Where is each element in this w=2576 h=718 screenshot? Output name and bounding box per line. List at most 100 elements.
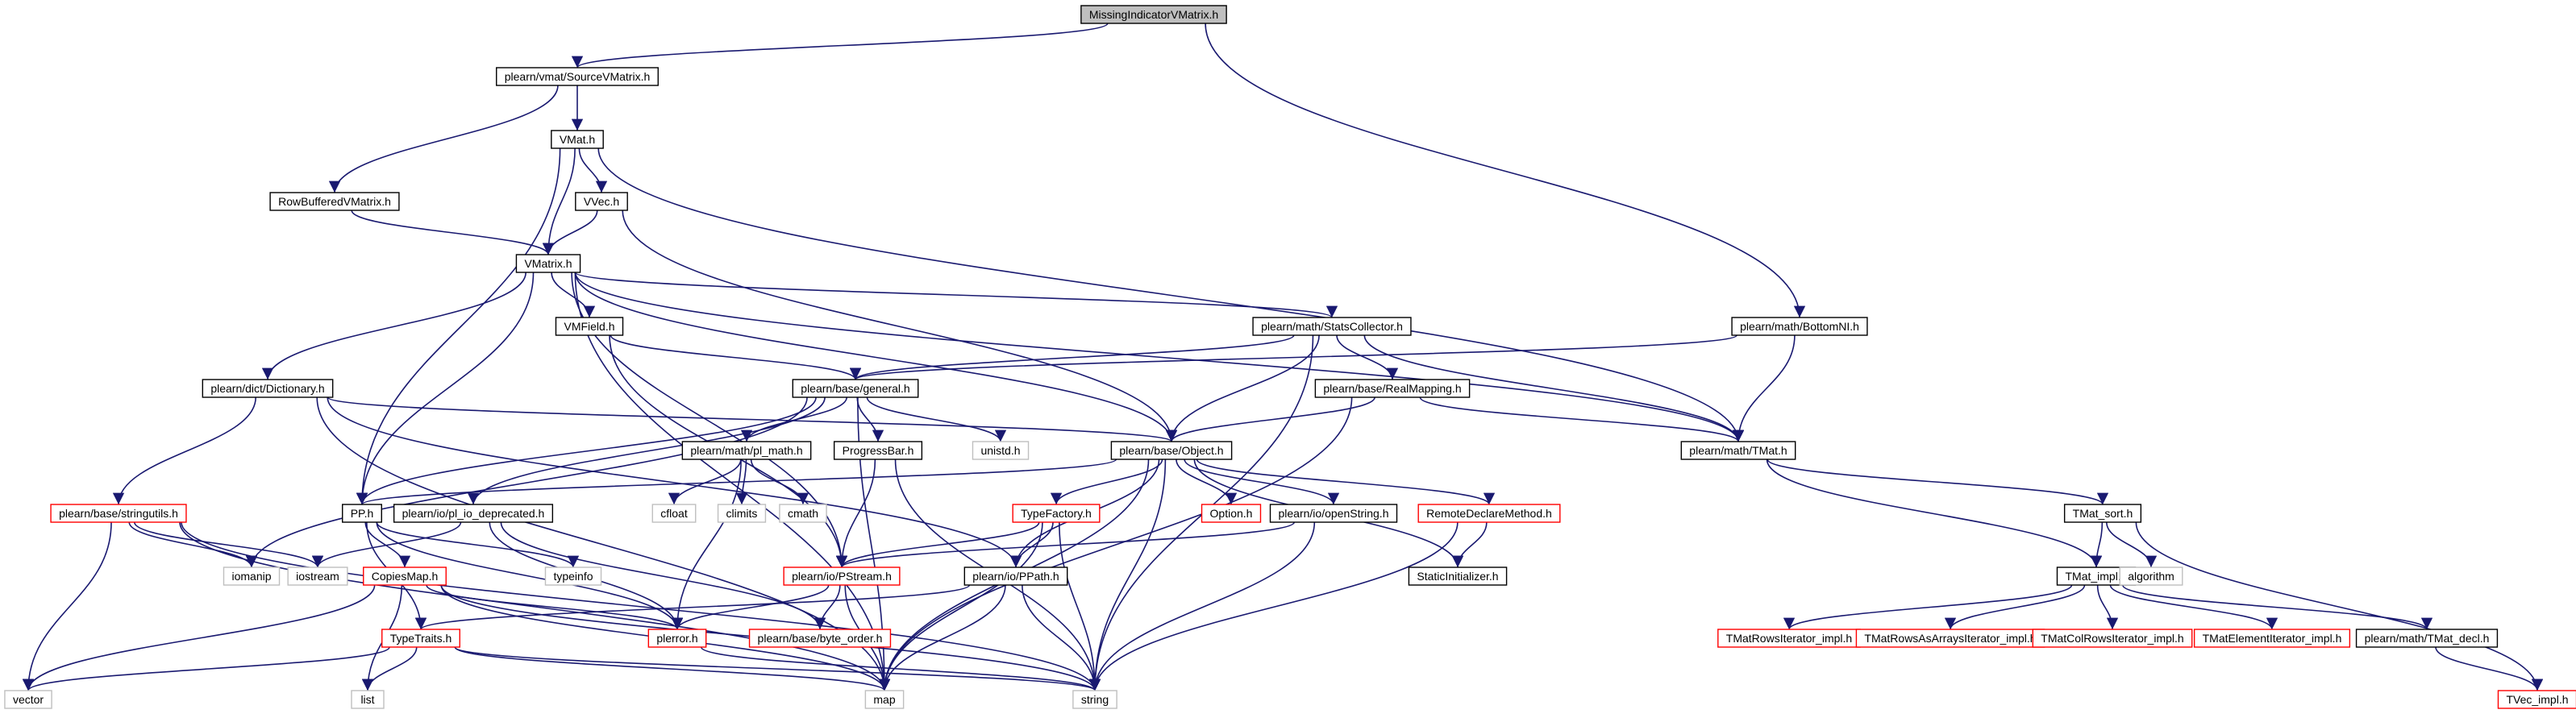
node-elemiter[interactable]: TMatElementIterator_impl.h <box>2193 629 2351 648</box>
edge-vmatrix-to-pstream <box>571 272 848 568</box>
node-plmath[interactable]: plearn/math/pl_math.h <box>681 441 812 460</box>
node-label: plearn/base/Object.h <box>1119 444 1223 457</box>
edge-vmatrix-to-object <box>574 272 1178 442</box>
node-dictionary[interactable]: plearn/dict/Dictionary.h <box>202 379 334 398</box>
node-label: iomanip <box>231 570 271 583</box>
node-label: vector <box>13 693 44 706</box>
node-box <box>269 192 400 211</box>
node-typefactory[interactable]: TypeFactory.h <box>1012 504 1101 523</box>
node-tmat[interactable]: plearn/math/TMat.h <box>1680 441 1796 460</box>
node-label: plearn/io/pl_io_deprecated.h <box>402 507 545 520</box>
edge-pstream-to-plerror <box>671 584 830 630</box>
edge-vmat-to-pp <box>356 147 561 505</box>
edge-general-to-pliodep <box>467 396 826 505</box>
node-rowbuffered[interactable]: RowBufferedVMatrix.h <box>269 192 400 211</box>
node-label: TMatRowsIterator_impl.h <box>1726 632 1852 645</box>
node-remotedeclare[interactable]: RemoteDeclareMethod.h <box>1417 504 1561 523</box>
edge-tmatsort-to-tmatimpl <box>2090 521 2104 568</box>
node-label: TMatColRowsIterator_impl.h <box>2041 632 2183 645</box>
edge-realmapping-to-map <box>878 396 1353 691</box>
node-object[interactable]: plearn/base/Object.h <box>1110 441 1233 460</box>
node-box <box>1314 379 1471 398</box>
node-tmatdecl[interactable]: plearn/math/TMat_decl.h <box>2355 629 2499 648</box>
node-root[interactable]: MissingIndicatorVMatrix.h <box>1080 5 1227 24</box>
node-tvecimpl[interactable]: TVec_impl.h <box>2497 690 2576 709</box>
edge-sourcevmatrix-to-rowbuffered <box>328 85 559 193</box>
edge-tmatimpl-to-colrows <box>2096 584 2119 630</box>
node-box <box>223 567 281 586</box>
node-box <box>515 254 581 273</box>
node-box <box>717 504 767 523</box>
node-box <box>2032 629 2193 648</box>
node-label: plearn/math/pl_math.h <box>690 444 802 457</box>
node-general[interactable]: plearn/base/general.h <box>792 379 919 398</box>
node-cfloat: cfloat <box>651 504 697 523</box>
edge-copiesmap-to-plerror <box>426 584 684 630</box>
node-box <box>1201 504 1262 523</box>
node-box <box>393 504 554 523</box>
edge-typefactory-to-pstream <box>835 521 1040 568</box>
node-vmat[interactable]: VMat.h <box>551 130 604 149</box>
node-colrows[interactable]: TMatColRowsIterator_impl.h <box>2032 629 2193 648</box>
node-plerror[interactable]: plerror.h <box>647 629 707 648</box>
node-label: map <box>873 693 895 706</box>
node-cmath: cmath <box>779 504 827 523</box>
node-openstring[interactable]: plearn/io/openString.h <box>1269 504 1398 523</box>
edge-vmatrix-to-tmat <box>574 272 1744 442</box>
node-label: cfloat <box>660 507 688 520</box>
node-ppath[interactable]: plearn/io/PPath.h <box>963 567 1068 586</box>
node-stringutils[interactable]: plearn/base/stringutils.h <box>50 504 187 523</box>
edge-pstream-to-byteorder <box>814 584 841 630</box>
edge-realmapping-to-tmat <box>1419 396 1744 442</box>
edge-remotedeclare-to-staticinit <box>1451 521 1488 568</box>
edge-stringutils-to-map <box>179 521 891 691</box>
node-option[interactable]: Option.h <box>1201 504 1262 523</box>
edge-typefactory-to-string <box>1059 521 1101 691</box>
node-sourcevmatrix[interactable]: plearn/vmat/SourceVMatrix.h <box>496 67 659 86</box>
node-box <box>1417 504 1561 523</box>
edge-ppath-to-map <box>878 584 1006 691</box>
edge-remotedeclare-to-string <box>1088 521 1459 691</box>
node-vmatrix[interactable]: VMatrix.h <box>515 254 581 273</box>
node-pstream[interactable]: plearn/io/PStream.h <box>783 567 901 586</box>
node-typetraits[interactable]: TypeTraits.h <box>381 629 460 648</box>
edge-vmat-to-vmatrix <box>542 147 576 255</box>
node-byteorder[interactable]: plearn/base/byte_order.h <box>748 629 892 648</box>
edge-object-to-string <box>1088 459 1167 691</box>
node-label: plearn/base/general.h <box>801 382 909 395</box>
node-box <box>1012 504 1101 523</box>
node-vmfield[interactable]: VMField.h <box>555 317 624 336</box>
node-box <box>792 379 919 398</box>
node-box <box>963 567 1068 586</box>
node-statscollector[interactable]: plearn/math/StatsCollector.h <box>1252 317 1412 336</box>
node-box <box>544 567 602 586</box>
node-box <box>1731 317 1868 336</box>
node-box <box>575 192 628 211</box>
node-tmatsort[interactable]: TMat_sort.h <box>2063 504 2142 523</box>
node-vvec[interactable]: VVec.h <box>575 192 628 211</box>
node-box <box>381 629 460 648</box>
node-rowsiter[interactable]: TMatRowsIterator_impl.h <box>1717 629 1861 648</box>
node-iostream: iostream <box>287 567 348 586</box>
node-pp[interactable]: PP.h <box>342 504 382 523</box>
edge-plmath-to-cmath <box>750 459 809 505</box>
node-progressbar[interactable]: ProgressBar.h <box>833 441 923 460</box>
nodes-layer: MissingIndicatorVMatrix.h plearn/vmat/Sou… <box>4 5 2576 709</box>
node-pliodep[interactable]: plearn/io/pl_io_deprecated.h <box>393 504 554 523</box>
node-box <box>1110 441 1233 460</box>
node-box <box>779 504 827 523</box>
edge-rowbuffered-to-vmatrix <box>351 210 555 255</box>
node-label: CopiesMap.h <box>372 570 439 583</box>
node-copiesmap[interactable]: CopiesMap.h <box>363 567 447 586</box>
node-staticinit[interactable]: StaticInitializer.h <box>1408 567 1508 586</box>
node-label: TVec_impl.h <box>2506 693 2568 706</box>
edge-tmatdecl-to-tvecimpl <box>2435 646 2544 691</box>
node-realmapping[interactable]: plearn/base/RealMapping.h <box>1314 379 1471 398</box>
node-label: ProgressBar.h <box>843 444 914 457</box>
node-bottomni[interactable]: plearn/math/BottomNI.h <box>1731 317 1868 336</box>
node-box <box>651 504 697 523</box>
node-box <box>555 317 624 336</box>
edge-pp-to-typeinfo <box>376 521 580 568</box>
node-box <box>2497 690 2576 709</box>
node-rowsasarrays[interactable]: TMatRowsAsArraysIterator_impl.h <box>1855 629 2045 648</box>
